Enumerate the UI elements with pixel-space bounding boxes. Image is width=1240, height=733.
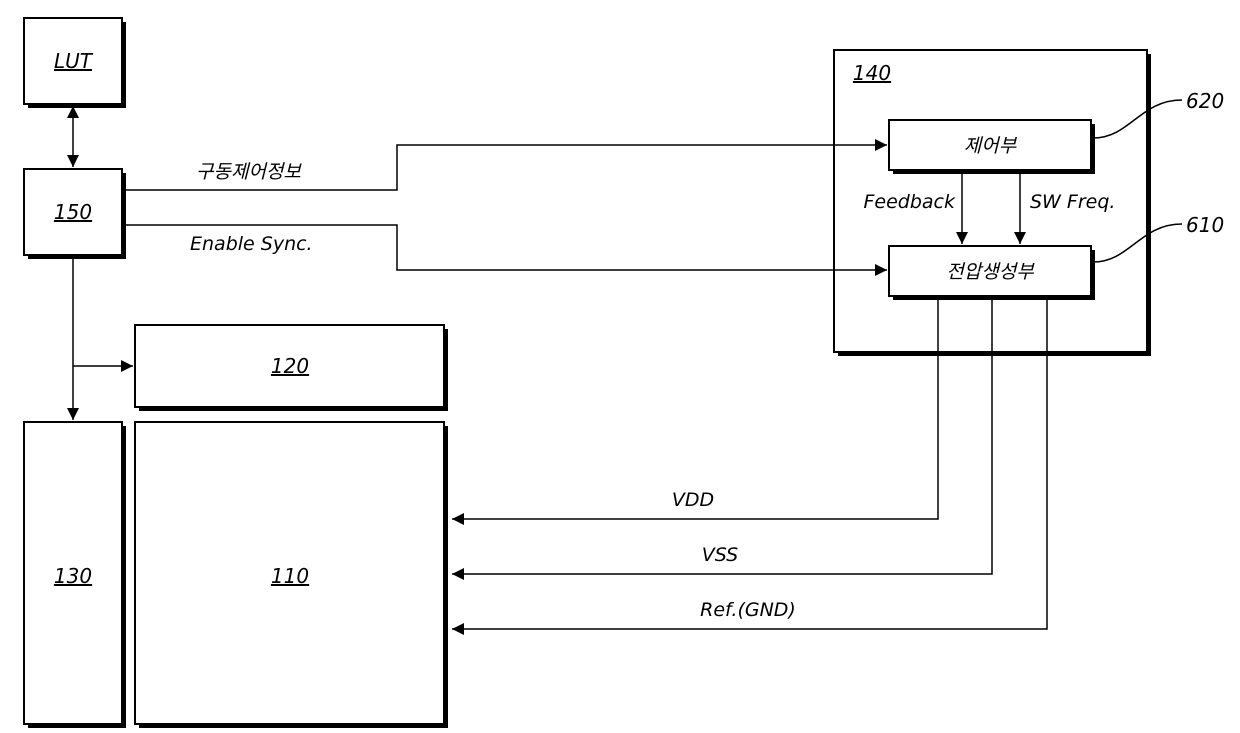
ref-gnd-label: Ref.(GND) [700, 599, 796, 621]
block-130-label: 130 [54, 564, 92, 588]
vss-label: VSS [702, 544, 738, 566]
control-unit-block: 제어부 [889, 120, 1095, 174]
block-140-label: 140 [853, 61, 891, 85]
voltage-generator-label: 전압생성부 [946, 261, 1035, 283]
feedback-label: Feedback [863, 191, 956, 213]
enable-sync-label: Enable Sync. [190, 233, 313, 255]
block-120-label: 120 [271, 354, 309, 378]
lut-label: LUT [54, 49, 94, 73]
block-110: 110 [135, 422, 448, 728]
block-120: 120 [135, 325, 448, 411]
control-unit-label: 제어부 [964, 135, 1018, 157]
ref-620: 620 [1186, 89, 1224, 113]
block-150: 150 [24, 169, 126, 259]
block-130: 130 [24, 422, 126, 728]
lut-block: LUT [24, 18, 126, 108]
block-150-label: 150 [54, 200, 92, 224]
drive-info-label: 구동제어정보 [196, 161, 302, 183]
vdd-label: VDD [672, 489, 714, 511]
voltage-generator-block: 전압생성부 [889, 246, 1095, 300]
block-110-label: 110 [271, 564, 309, 588]
ref-610: 610 [1186, 213, 1224, 237]
sw-freq-label: SW Freq. [1030, 191, 1115, 213]
